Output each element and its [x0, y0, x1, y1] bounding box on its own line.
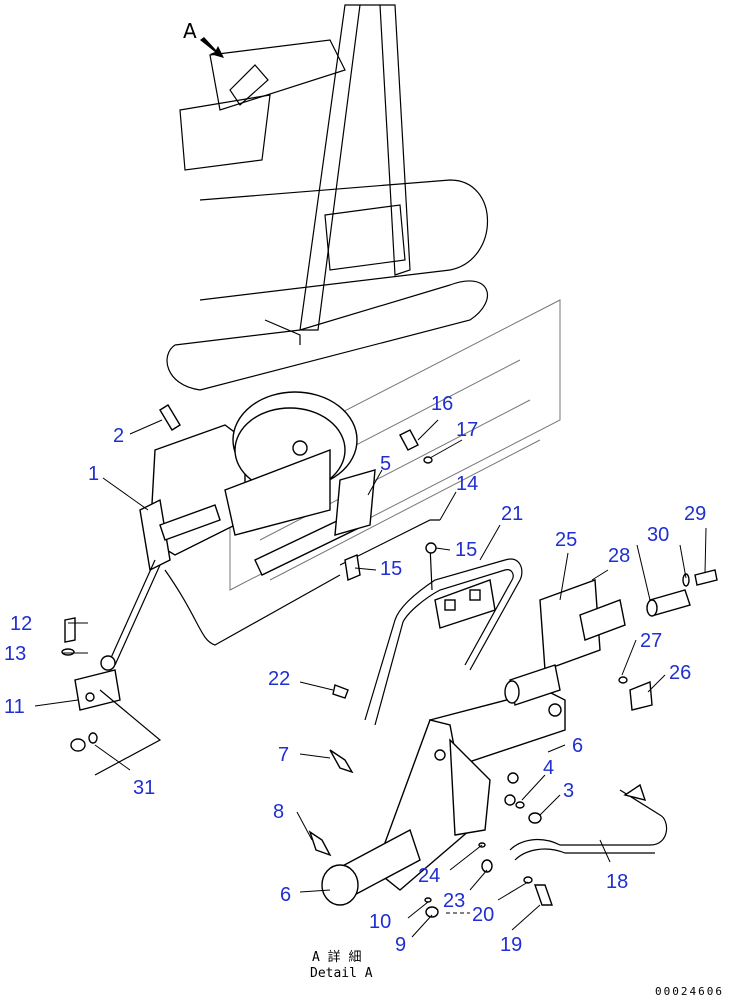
caption-english: Detail A — [310, 966, 373, 981]
support-bracket-6 — [321, 689, 566, 906]
drawing-code: 00024606 — [655, 985, 724, 998]
callout-16: 16 — [431, 393, 453, 415]
caption-japanese: A 詳 細 — [312, 949, 361, 965]
view-arrow-a: A — [183, 19, 224, 58]
callout-5: 5 — [380, 453, 391, 475]
callout-19: 19 — [500, 934, 522, 956]
callout-4: 4 — [543, 757, 554, 779]
callout-6a: 6 — [572, 735, 583, 757]
callout-26: 26 — [669, 662, 691, 684]
pedal-18 — [509, 783, 668, 861]
callout-2: 2 — [113, 425, 124, 447]
leader-lines — [34, 419, 707, 938]
callout-24: 24 — [418, 865, 440, 887]
motor-assembly — [139, 391, 376, 576]
callout-28: 28 — [608, 545, 630, 567]
callout-3: 3 — [563, 780, 574, 802]
callout-6b: 6 — [280, 884, 291, 906]
machine-frame-illustration — [166, 4, 489, 391]
callout-8: 8 — [273, 801, 284, 823]
view-letter: A — [183, 19, 197, 43]
callout-1: 1 — [88, 463, 99, 485]
detail-caption: A 詳 細 Detail A — [310, 949, 373, 981]
pedal-frame-21 — [364, 558, 523, 726]
callout-20: 20 — [472, 904, 494, 926]
callout-27: 27 — [640, 630, 662, 652]
callout-17: 17 — [456, 419, 478, 441]
callout-12: 12 — [10, 613, 32, 635]
bracket-11 — [61, 617, 162, 776]
callout-15b: 15 — [380, 558, 402, 580]
callout-10: 10 — [369, 911, 391, 933]
callout-31: 31 — [133, 777, 155, 799]
callout-29: 29 — [684, 503, 706, 525]
pivot-parts — [504, 569, 718, 711]
callout-11: 11 — [4, 696, 25, 718]
callout-23: 23 — [443, 890, 465, 912]
callout-18: 18 — [606, 871, 628, 893]
callout-13: 13 — [4, 643, 26, 665]
callout-15a: 15 — [455, 539, 477, 561]
callout-25: 25 — [555, 529, 577, 551]
callout-7: 7 — [278, 744, 289, 766]
callout-labels: 2 1 5 16 17 14 21 15 15 25 28 30 29 27 2… — [4, 393, 706, 956]
linkage-rod — [100, 519, 440, 671]
callout-14: 14 — [456, 473, 478, 495]
callout-9: 9 — [395, 934, 406, 956]
fasteners — [159, 404, 553, 918]
callout-22: 22 — [268, 668, 290, 690]
callout-21: 21 — [501, 503, 523, 525]
callout-30: 30 — [647, 524, 669, 546]
